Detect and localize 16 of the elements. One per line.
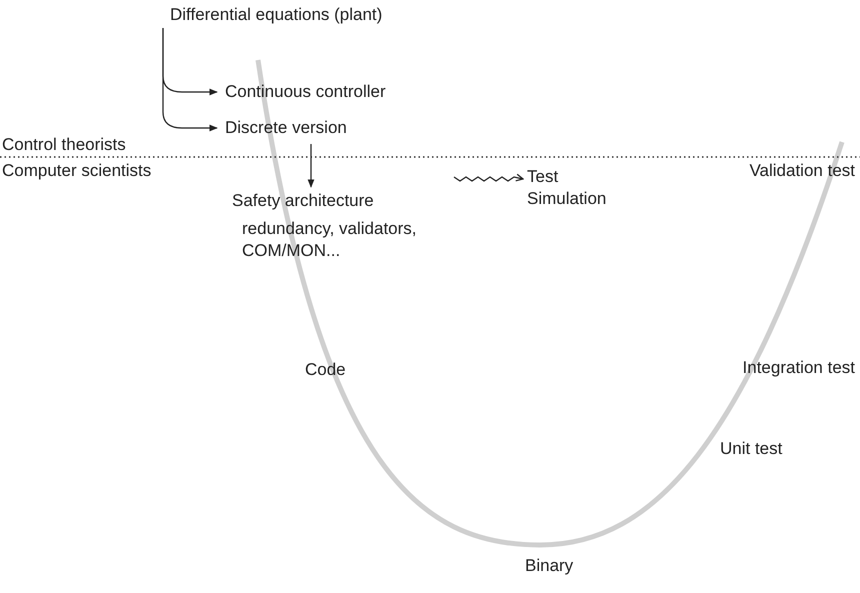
node-note: redundancy, validators, COM/MON... <box>242 218 418 262</box>
stage-label: Control theorists <box>2 134 126 156</box>
stage-label: Computer scientists <box>2 160 152 182</box>
node-text: Test Simulation <box>527 166 608 210</box>
arrow <box>162 28 218 132</box>
arrow <box>308 144 314 188</box>
node-text: Differential equations (plant) <box>170 4 382 26</box>
stage-label: Integration test <box>742 357 855 379</box>
node-text: Safety architecture <box>232 190 375 212</box>
node-text: Discrete version <box>225 117 347 139</box>
stage-label: Validation test <box>749 160 855 182</box>
stage-label: Code <box>305 359 346 381</box>
stage-label: Binary <box>525 555 574 577</box>
arrow <box>454 174 524 182</box>
stage-label: Unit test <box>720 438 782 460</box>
node-text: Continuous controller <box>225 81 386 103</box>
